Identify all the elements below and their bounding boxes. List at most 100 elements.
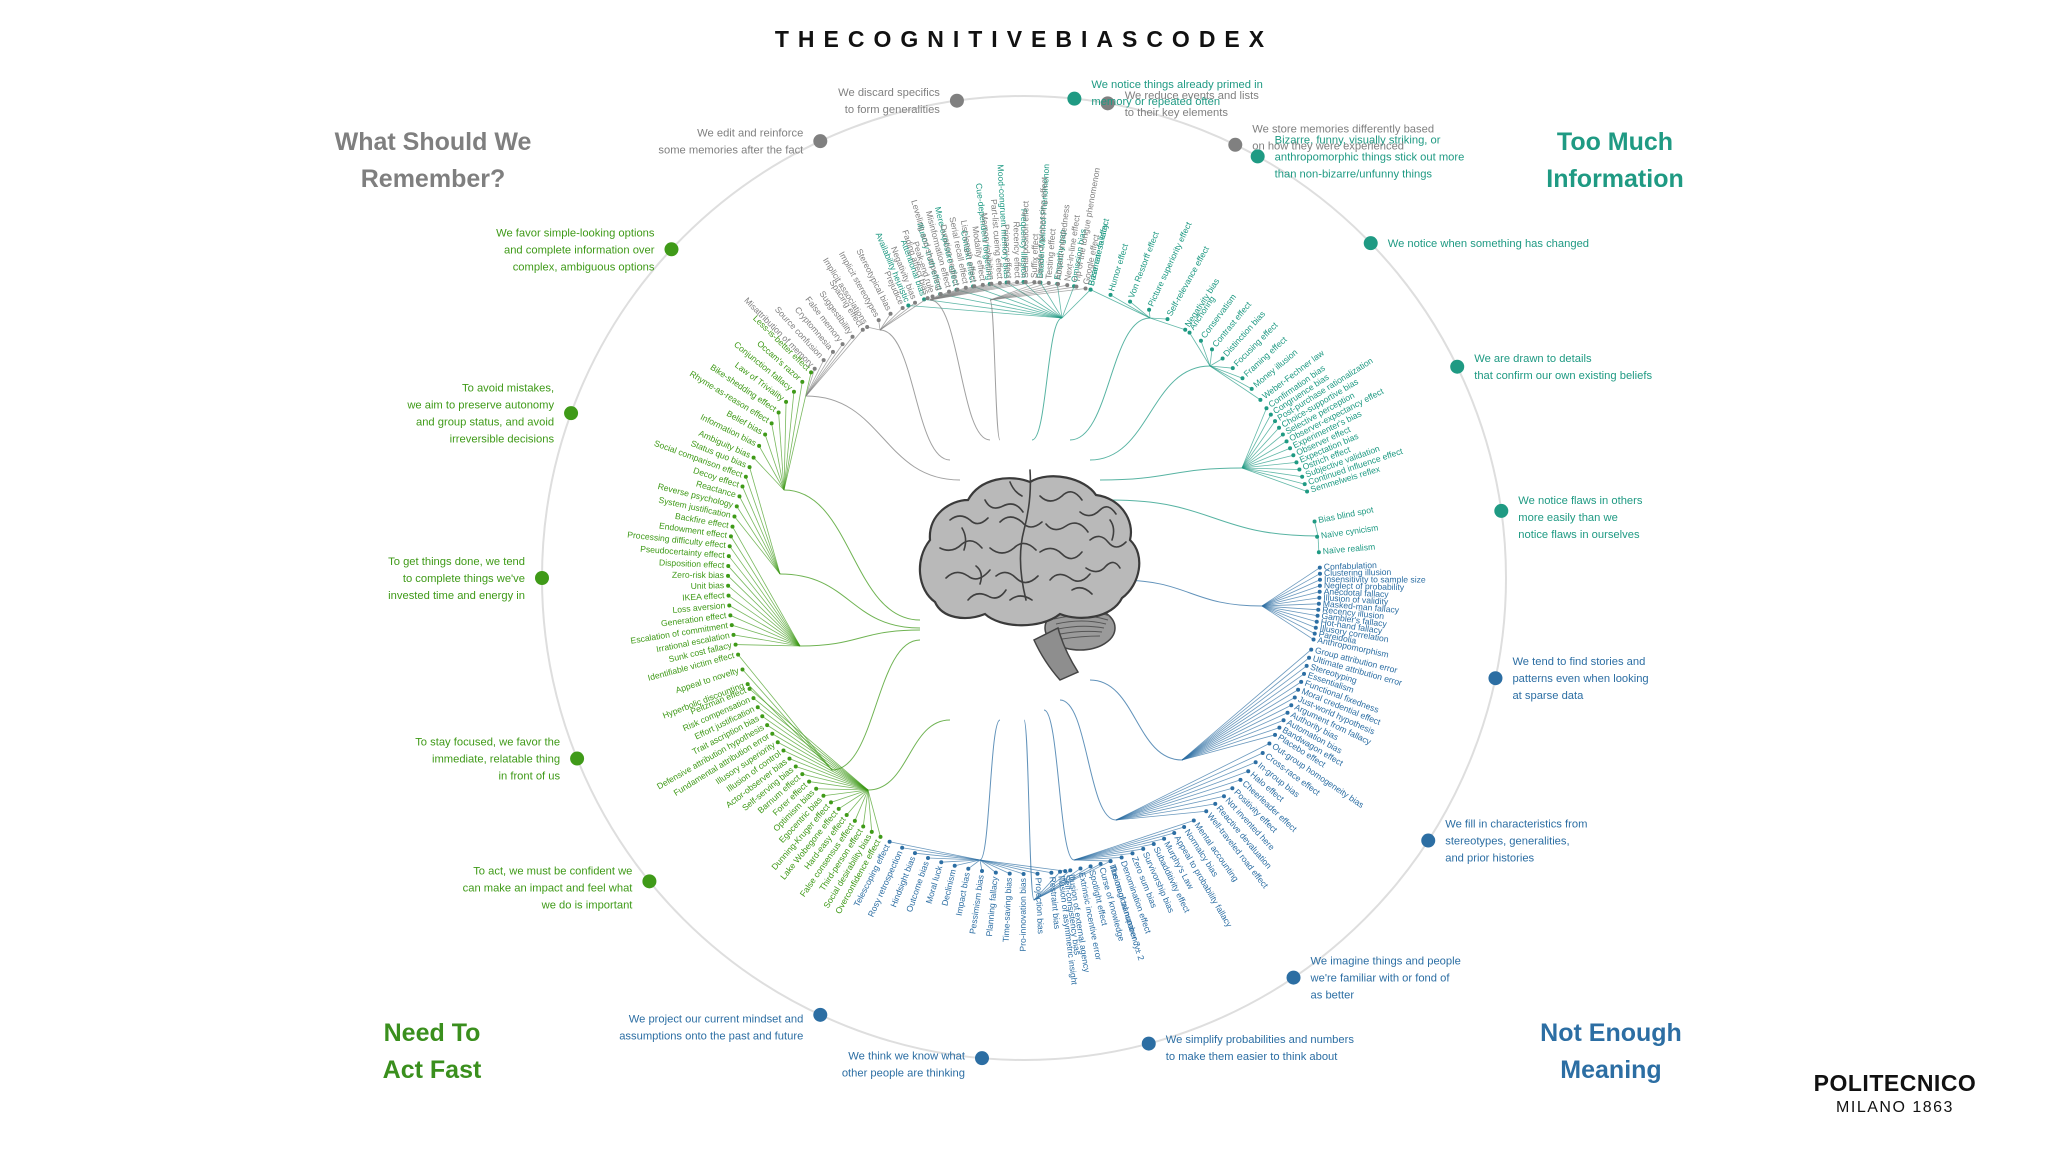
leaf-dot <box>734 643 738 647</box>
branch-line <box>731 536 800 646</box>
leaf-dot <box>1312 638 1316 642</box>
group-dot <box>813 1008 827 1022</box>
branch-line <box>823 790 868 796</box>
group-description-line: we aim to preserve autonomy <box>406 400 554 412</box>
leaf-dot <box>1277 726 1281 730</box>
leaf-dot <box>1313 520 1317 524</box>
group-description-line: We edit and reinforce <box>697 128 803 140</box>
branch-line <box>1262 606 1314 640</box>
leaf-dot <box>1141 847 1145 851</box>
group-description: We think we know whatother people are th… <box>842 1051 966 1080</box>
leaf-dot <box>1309 648 1313 652</box>
group-dot <box>813 134 827 148</box>
leaf-dot <box>913 301 917 305</box>
leaf-dot <box>1318 572 1322 576</box>
leaf-dot <box>1022 872 1026 876</box>
leaf-dot <box>1273 419 1277 423</box>
leaf-dot <box>1089 288 1093 292</box>
group-description-line: on how they were experienced <box>1252 140 1404 152</box>
branch-line <box>742 487 780 574</box>
leaf-dot <box>1036 872 1040 876</box>
leaf-dot <box>1147 308 1151 312</box>
group-dot <box>1067 92 1081 106</box>
leaf-dot <box>1188 331 1192 335</box>
branch-line <box>1074 860 1111 861</box>
branch-line <box>1262 568 1320 606</box>
branch-line <box>737 506 780 574</box>
group-description-line: To act, we must be confident we <box>473 865 632 877</box>
branch-trunk <box>980 720 1000 860</box>
bias-label: Pessimism bias <box>967 874 985 935</box>
group-description-line: immediate, relatable thing <box>432 754 560 766</box>
leaf-dot <box>1221 357 1225 361</box>
branch-line <box>739 496 780 574</box>
leaf-dot <box>1162 837 1166 841</box>
leaf-dot <box>1049 871 1053 875</box>
group-description-line: patterns even when looking <box>1512 673 1648 685</box>
leaf-dot <box>877 318 881 322</box>
institution-logo: POLITECNICO MILANO 1863 <box>1800 1070 1990 1117</box>
leaf-dot <box>726 574 730 578</box>
leaf-dot <box>729 534 733 538</box>
bias-label: Unit bias <box>691 580 725 591</box>
leaf-dot <box>1261 751 1265 755</box>
group-description: We simplify probabilities and numbersto … <box>1166 1034 1355 1063</box>
leaf-dot <box>748 465 752 469</box>
group-description-line: To stay focused, we favor the <box>415 737 560 749</box>
leaf-dot <box>814 787 818 791</box>
leaf-dot <box>732 633 736 637</box>
leaf-dot <box>1222 794 1226 798</box>
branch-line <box>1091 290 1150 318</box>
leaf-dot <box>740 667 744 671</box>
group-description: To stay focused, we favor the immediate, … <box>415 737 560 783</box>
institution-subtitle: MILANO 1863 <box>1800 1099 1990 1117</box>
leaf-dot <box>821 794 825 798</box>
leaf-dot <box>980 869 984 873</box>
leaf-dot <box>787 757 791 761</box>
leaf-dot <box>1318 578 1322 582</box>
leaf-dot <box>926 856 930 860</box>
group-description: We notice when something has changed <box>1388 238 1589 250</box>
branch-trunk <box>1090 680 1182 760</box>
leaf-dot <box>770 732 774 736</box>
group-dot <box>570 752 584 766</box>
leaf-dot <box>913 851 917 855</box>
leaf-dot <box>1318 590 1322 594</box>
leaf-dot <box>809 370 813 374</box>
leaf-dot <box>1318 584 1322 588</box>
group-description: We edit and reinforcesome memories after… <box>658 128 804 157</box>
leaf-dot <box>841 342 845 346</box>
leaf-dot <box>1074 285 1078 289</box>
branch-trunk <box>1070 318 1150 440</box>
group-dot <box>1287 971 1301 985</box>
leaf-dot <box>1231 366 1235 370</box>
branch-line <box>1315 522 1318 536</box>
leaf-dot <box>781 749 785 753</box>
leaf-dot <box>901 306 905 310</box>
leaf-dot <box>829 800 833 804</box>
leaf-dot <box>1166 317 1170 321</box>
group-description: We tend to find stories andpatterns even… <box>1512 656 1648 702</box>
quadrant-title-line: Not Enough <box>1496 1015 1726 1052</box>
branch-line <box>750 467 780 574</box>
group-description-line: notice flaws in ourselves <box>1518 529 1640 541</box>
leaf-dot <box>740 485 744 489</box>
branch-line <box>734 516 780 574</box>
leaf-dot <box>727 554 731 558</box>
leaf-dot <box>837 807 841 811</box>
group-description-line: and prior histories <box>1445 853 1534 865</box>
leaf-dot <box>800 772 804 776</box>
leaf-dot <box>1065 283 1069 287</box>
leaf-dot <box>1317 550 1321 554</box>
leaf-dot <box>1299 680 1303 684</box>
group-description: We fill in characteristics fromstereotyp… <box>1445 819 1587 865</box>
quadrant-title-line: Act Fast <box>317 1052 547 1089</box>
leaf-dot <box>1294 460 1298 464</box>
leaf-dot <box>1305 489 1309 493</box>
branch-trunk <box>1100 468 1242 480</box>
branch-trunk <box>930 300 990 440</box>
branch-trunk <box>1090 366 1210 460</box>
branch-line <box>1262 574 1320 606</box>
leaf-dot <box>1300 475 1304 479</box>
leaf-dot <box>1199 339 1203 343</box>
